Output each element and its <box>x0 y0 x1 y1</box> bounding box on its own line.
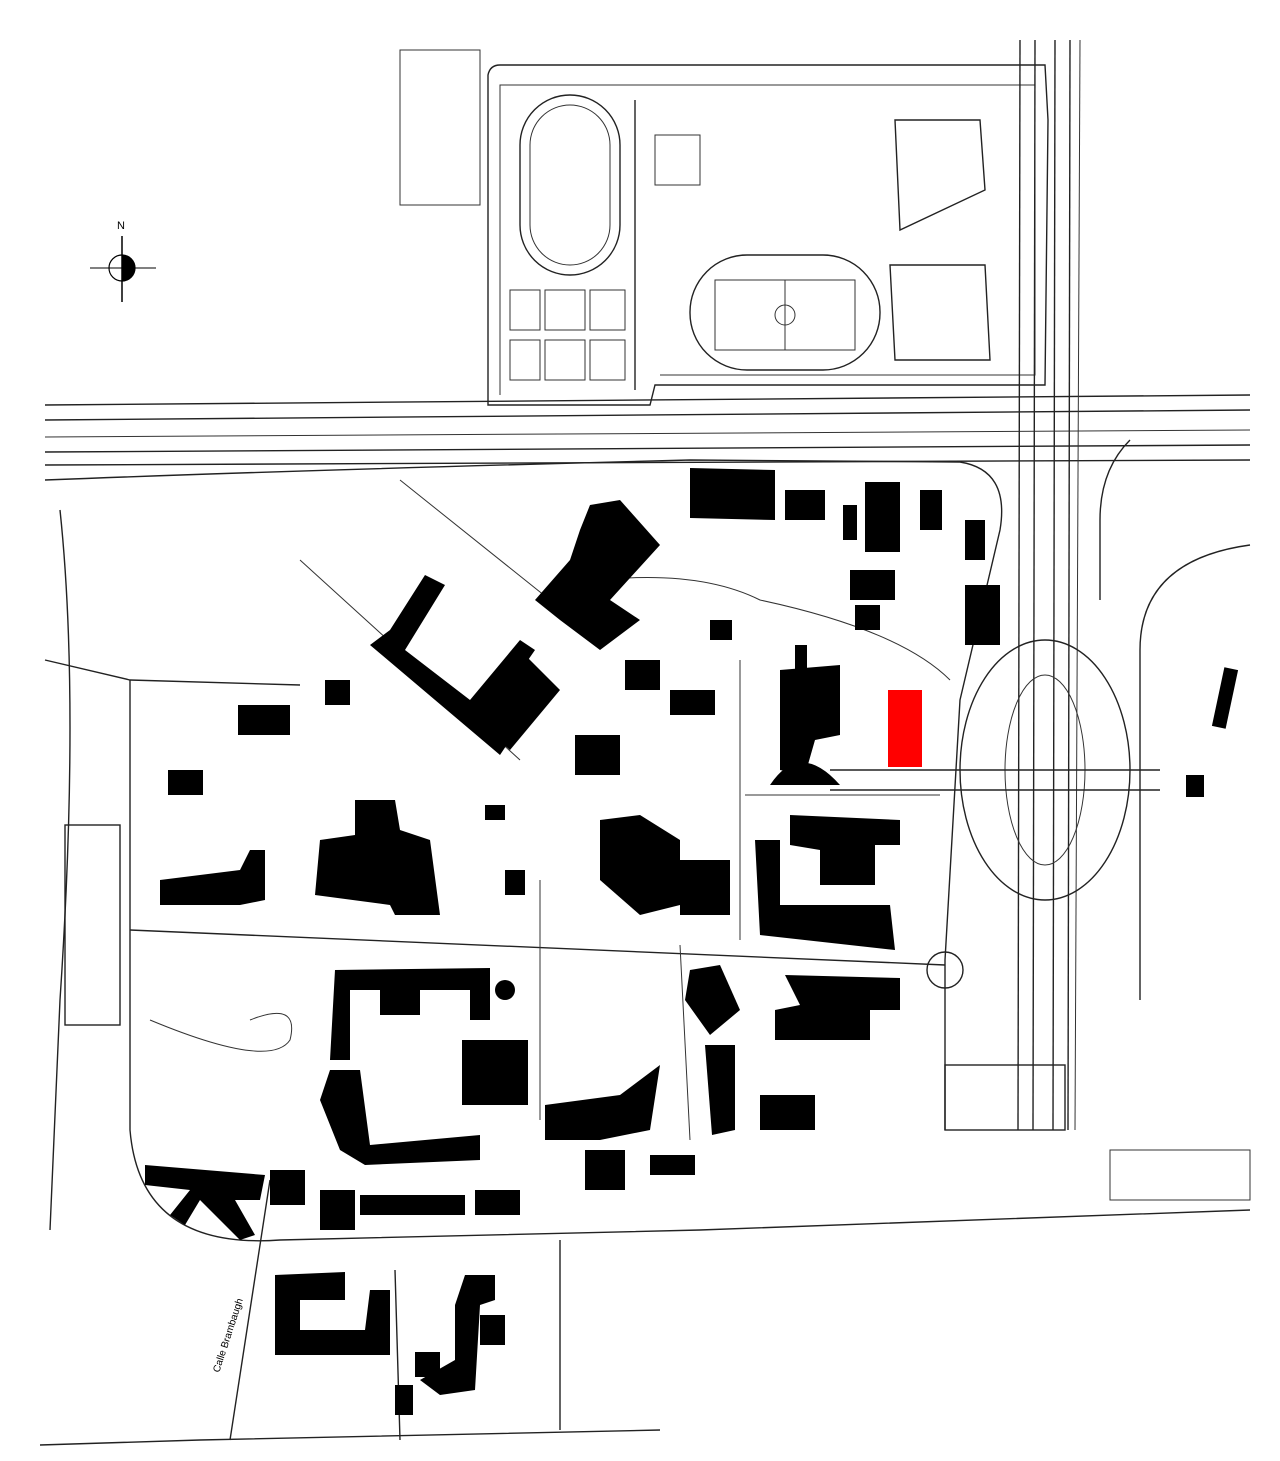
buildings <box>145 468 1239 1415</box>
compass-north-label: N <box>117 220 125 232</box>
athletics-complex <box>399 49 1049 406</box>
campus-roads <box>39 459 1251 1446</box>
highlighted-building <box>888 690 922 767</box>
freeway <box>44 39 1251 1131</box>
compass-icon <box>90 236 156 302</box>
